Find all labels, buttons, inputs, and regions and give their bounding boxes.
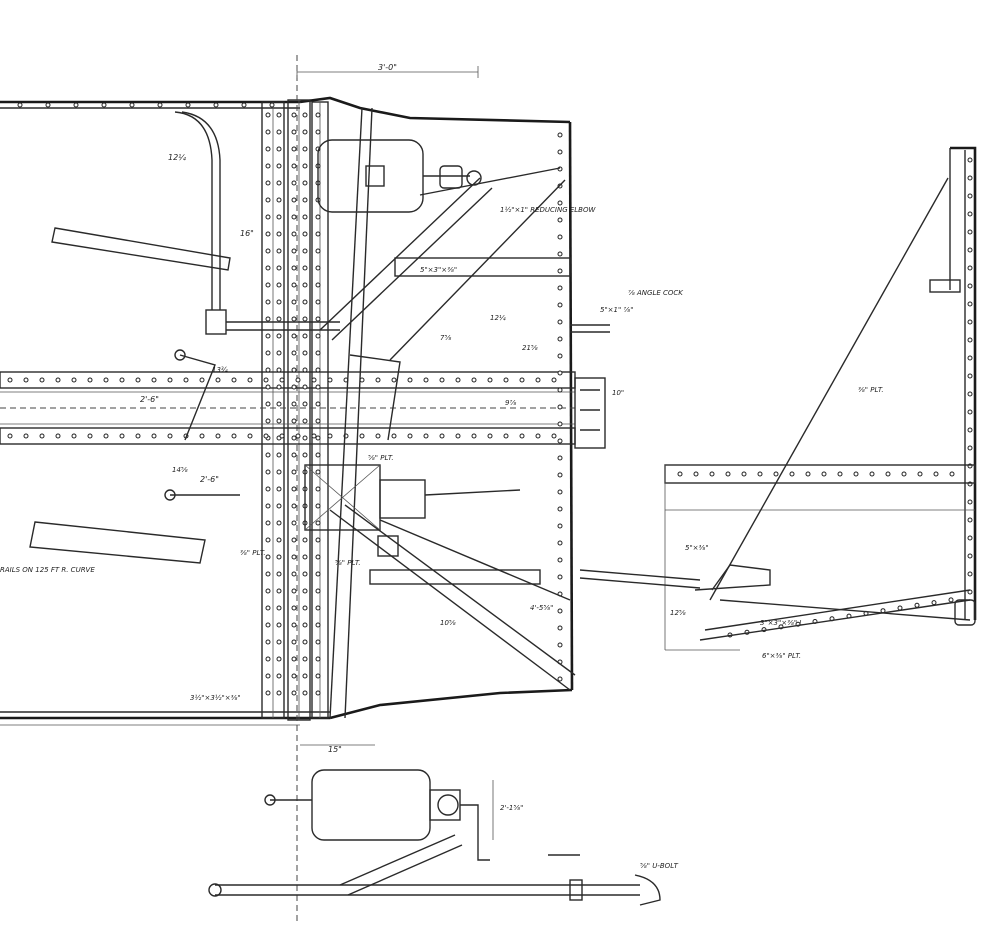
dim-d2: 16" <box>240 229 254 238</box>
dim-d1: 12¼ <box>168 153 186 162</box>
dim-d3: 2'-6" <box>140 395 159 404</box>
bolster-members <box>261 99 329 721</box>
label-reducing-elbow: 1½"×1" REDUCING ELBOW <box>500 206 596 214</box>
coupler-end <box>570 324 610 449</box>
label-plt-2: ⅜" PLT. <box>240 549 266 557</box>
dim-d11: 12¼ <box>490 314 506 322</box>
diagonal-braces <box>319 107 571 719</box>
dim-d5: 14⅝ <box>172 466 188 474</box>
label-angle-r2: 6"×⅜" PLT. <box>762 652 801 660</box>
main-frame-outline <box>0 96 574 726</box>
label-plt-3: ⅝" PLT. <box>335 559 361 567</box>
dim-d9: 7⅝ <box>440 334 451 342</box>
label-bottom-v: 2'-1⅝" <box>500 804 523 812</box>
lower-detail <box>208 744 661 906</box>
brake-levers <box>164 349 401 501</box>
dim-d6: 13¾ <box>212 366 228 374</box>
dim-d10: 21⅝ <box>522 344 538 352</box>
lower-bolster-box <box>304 464 521 531</box>
dim-d8: 9⅞ <box>505 399 516 407</box>
label-angle-bottom: 3½"×3½"×⅜" <box>190 694 241 702</box>
label-ubolt: ⅝" U-BOLT <box>640 862 679 870</box>
air-pipe-upper <box>174 111 340 335</box>
dim-d7: 10" <box>612 389 624 397</box>
lower-diagonal <box>329 504 576 691</box>
rivet-pattern <box>7 102 973 696</box>
label-angle-1: 5"×3"×⅜" <box>420 266 457 274</box>
dim-d12: 10⅝ <box>440 619 456 627</box>
dim-d13: 12⅝ <box>670 609 686 617</box>
dim-bottom-width: 15" <box>328 745 342 754</box>
label-plt-right: ⅜" PLT. <box>858 386 884 394</box>
dim-top-width: 3'-0" <box>378 63 397 72</box>
label-plt-1: ⅝" PLT. <box>368 454 394 462</box>
label-side-dim: 4'-5⅝" <box>530 604 553 612</box>
side-elevation <box>579 146 977 651</box>
label-angle-2: 5"×1" ⅞" <box>600 306 633 314</box>
label-angle-cock: ⅞ ANGLE COCK <box>628 289 684 297</box>
label-curve-note: RAILS ON 125 FT R. CURVE <box>0 566 95 574</box>
dimension-line-top <box>296 66 479 78</box>
label-angle-side: 5"×⅜" <box>685 544 709 552</box>
dim-d4: 2'-6" <box>200 475 219 484</box>
label-angle-r1: 3"×3"×⅜" L <box>760 619 803 627</box>
angle-pieces-left <box>29 227 231 564</box>
